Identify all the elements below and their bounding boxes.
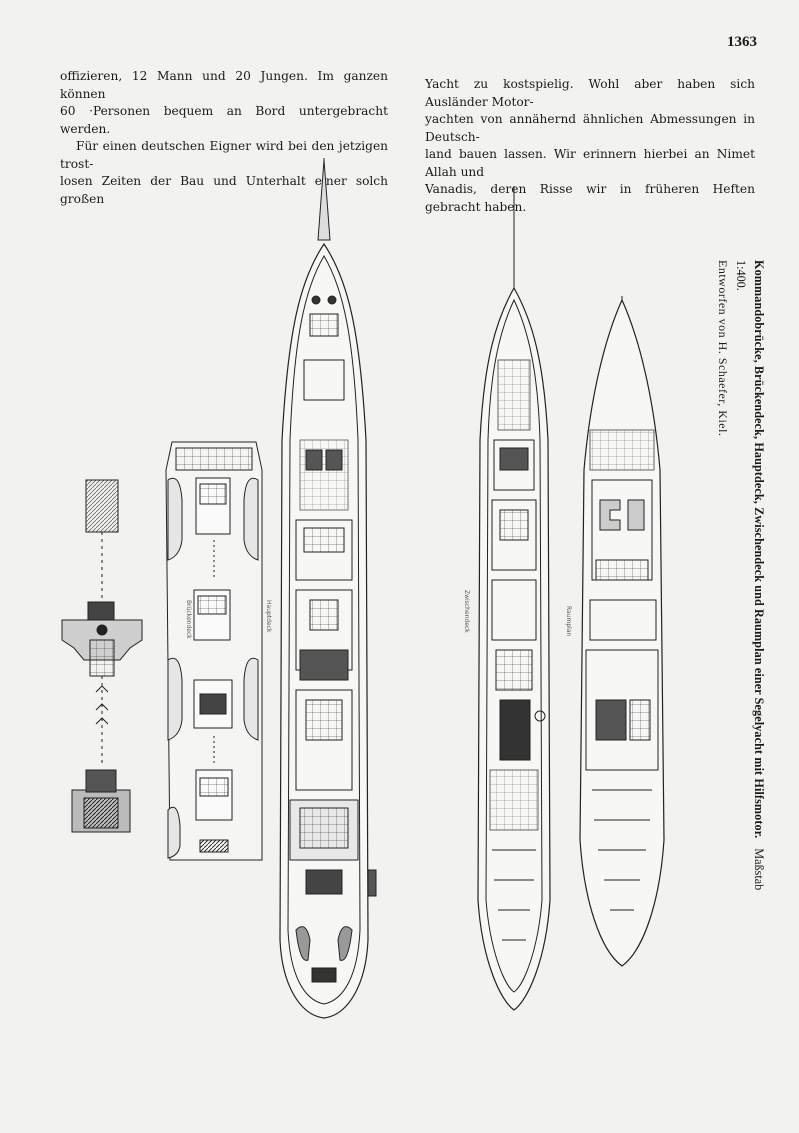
text-column-left: offizieren, 12 Mann und 20 Jungen. Im ga… [60,68,388,208]
caption-title: Kommandobrücke, Brückendeck, Hauptdeck, … [752,260,766,839]
text-line: land bauen lassen. Wir erinnern hierbei … [425,147,755,179]
paragraph-3: Yacht zu kostspielig. Wohl aber haben si… [425,76,755,216]
text-line: Für einen deutschen Eigner wird bei den … [60,139,388,171]
caption-designer: Entworfen von H. Schaefer, Kiel. [716,260,730,437]
paragraph-2: Für einen deutschen Eigner wird bei den … [60,138,388,208]
text-line: losen Zeiten der Bau und Unterhalt einer… [60,174,388,206]
text-line: 60 ·Personen bequem an Bord untergebrach… [60,104,388,136]
bridge-deck-plan [165,441,263,861]
text-line: yachten von annähernd ähnlichen Abmessun… [425,112,755,144]
bridge-deck-label: Brückendeck [185,600,192,639]
text-column-right: Yacht zu kostspielig. Wohl aber haben si… [425,76,755,216]
text-line: offizieren, 12 Mann und 20 Jungen. Im ga… [60,69,388,101]
page-number: 1363 [727,34,757,50]
main-deck-label: Hauptdeck [265,600,272,633]
figure-caption: Kommandobrücke, Brückendeck, Hauptdeck, … [708,260,768,900]
paragraph-1: offizieren, 12 Mann und 20 Jungen. Im ga… [60,68,388,138]
text-line: Vanadis, deren Risse wir in früheren Hef… [425,182,755,214]
tween-deck-plan [477,186,551,1011]
bridge-plan [61,479,143,833]
main-deck-plan [279,158,377,1019]
tween-deck-label: Zwischendeck [463,590,470,633]
text-line: Yacht zu kostspielig. Wohl aber haben si… [425,77,755,109]
hold-plan [579,296,665,967]
hold-label: Raumplan [565,606,572,637]
